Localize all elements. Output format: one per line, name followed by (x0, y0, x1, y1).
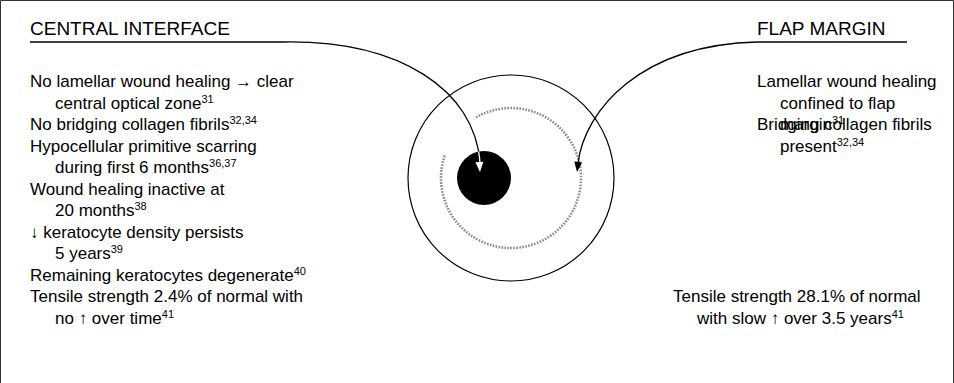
finding-text: Tensile strength 28.1% of normal with sl… (673, 287, 921, 328)
heading-text: CENTRAL INTERFACE (30, 18, 230, 39)
section-heading: FLAP MARGIN (757, 17, 885, 41)
heading-text: FLAP MARGIN (757, 18, 885, 39)
flap-margin-ring (441, 108, 581, 248)
arrowhead (475, 162, 483, 172)
leader-arrow (578, 42, 757, 163)
reference-number: 36,37 (209, 157, 237, 169)
finding-note: Bridging collagen fibrils present32,34 (757, 114, 936, 157)
finding-text: Bridging collagen fibrils present (757, 115, 932, 156)
central-zone-disk (457, 151, 511, 205)
leader-arrow (283, 42, 480, 163)
reference-number: 40 (294, 265, 306, 277)
finding-note: Tensile strength 2.4% of normal with no … (30, 286, 307, 329)
finding-text: No bridging collagen fibrils (30, 115, 229, 134)
finding-note: Wound healing inactive at 20 months38 (30, 179, 228, 222)
finding-note: Tensile strength 28.1% of normal with sl… (673, 286, 925, 329)
leader-arrow-inner (283, 42, 480, 163)
reference-number: 39 (111, 243, 123, 255)
finding-note: No lamellar wound healing → clear centra… (30, 71, 298, 114)
finding-note: Remaining keratocytes degenerate40 (30, 265, 306, 287)
finding-text: Hypocellular primitive scarring during f… (30, 137, 257, 178)
reference-number: 32,34 (837, 136, 865, 148)
finding-text: Tensile strength 2.4% of normal with no … (30, 287, 303, 328)
finding-note: ↓ keratocyte density persists 5 years39 (30, 222, 248, 265)
finding-text: ↓ keratocyte density persists 5 years (30, 223, 244, 264)
reference-number: 31 (201, 93, 213, 105)
finding-text: Wound healing inactive at 20 months (30, 180, 224, 221)
reference-number: 41 (162, 308, 174, 320)
finding-note: Hypocellular primitive scarring during f… (30, 136, 261, 179)
heading-underline (757, 41, 907, 42)
cornea-outline (408, 75, 614, 281)
arrowhead (574, 162, 582, 172)
section-heading: CENTRAL INTERFACE (30, 17, 230, 41)
reference-number: 41 (892, 308, 904, 320)
reference-number: 38 (134, 200, 146, 212)
finding-note: No bridging collagen fibrils32,34 (30, 114, 257, 136)
finding-text: Remaining keratocytes degenerate (30, 266, 294, 285)
reference-number: 32,34 (229, 114, 257, 126)
finding-text: No lamellar wound healing → clear centra… (30, 72, 294, 113)
heading-underline (30, 41, 283, 42)
